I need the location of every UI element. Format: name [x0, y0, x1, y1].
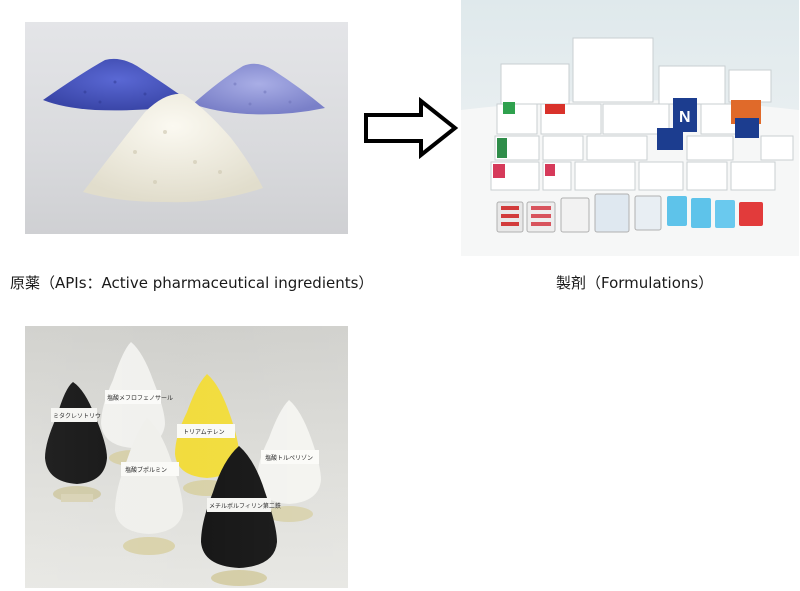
- right-arrow-icon: [363, 97, 459, 159]
- formulations-photo: N: [461, 0, 799, 256]
- box-letter-n: N: [679, 109, 691, 126]
- api-caption: 原薬（APIs：Active pharmaceutical ingredient…: [10, 274, 374, 292]
- api-powder-photo: [25, 22, 348, 234]
- formulations-caption: 製剤（Formulations）: [556, 274, 714, 292]
- api-vials-photo: ミタクレソトリウム 塩酸メフロフェノサール トリアムテレン 塩酸トルペリゾン: [25, 326, 348, 588]
